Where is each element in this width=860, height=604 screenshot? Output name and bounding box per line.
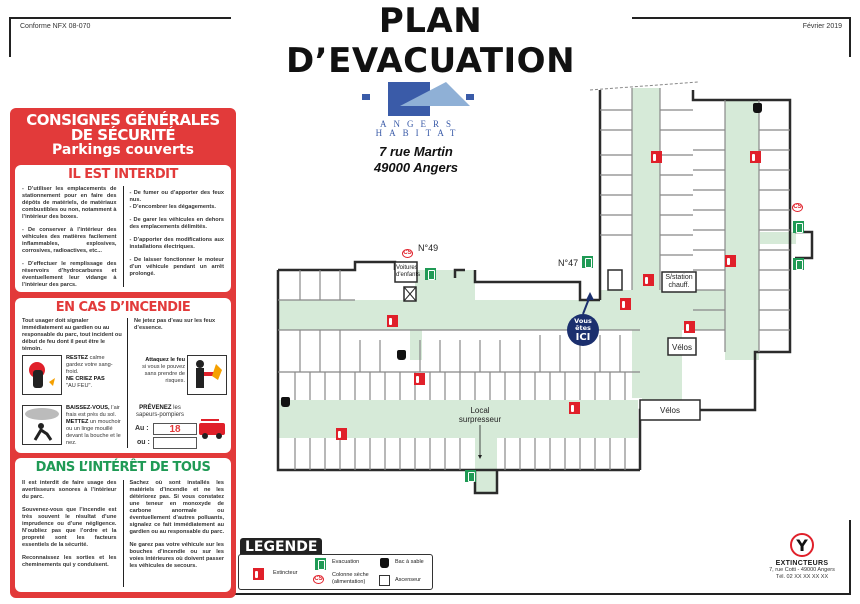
- extinguisher-icon: [725, 255, 736, 267]
- bike-room-label-2: Vélos: [659, 406, 680, 415]
- sand-bin-icon: [397, 350, 406, 360]
- strollers-room-label: Voitures d'enfants: [396, 265, 421, 278]
- exit-icon: [425, 268, 436, 280]
- section-heading: IL EST INTERDIT: [68, 167, 178, 182]
- extinguisher-icon: [253, 568, 264, 580]
- exit-icon: [793, 221, 804, 233]
- frame-line: [849, 17, 851, 57]
- extinguisher-icon: [336, 428, 347, 440]
- common-right-column: Sachez où sont installés les matériels d…: [129, 480, 225, 569]
- common-interest-section: DANS L’INTÉRÊT DE TOUS Il est interdit d…: [15, 458, 231, 592]
- sand-bin-icon: [753, 103, 762, 113]
- building-number-49: N°49: [418, 243, 439, 253]
- legend-title: LEGENDE: [240, 538, 323, 556]
- substation-label: S/station chauff.: [665, 274, 693, 289]
- frame-line: [9, 17, 11, 57]
- panel-title: CONSIGNES GÉNÉRALES DE SÉCURITÉ Parkings…: [26, 111, 220, 158]
- safety-instructions-panel: CONSIGNES GÉNÉRALES DE SÉCURITÉ Parkings…: [10, 108, 236, 598]
- frame-line: [632, 17, 851, 19]
- dry-riser-icon: CS: [792, 203, 803, 212]
- you-are-here-marker: Vous êtes ICI: [567, 314, 599, 346]
- company-logo-icon: [790, 533, 814, 557]
- common-left-column: Il est interdit de faire usage des avert…: [22, 480, 117, 568]
- frame-line: [849, 520, 851, 595]
- extinguisher-icon: [620, 298, 631, 310]
- fire-extinguishing-pictogram: [187, 355, 227, 395]
- section-heading: EN CAS D’INCENDIE: [55, 300, 191, 315]
- divider: [127, 318, 128, 448]
- date-label: Février 2019: [802, 23, 842, 30]
- extinguisher-icon: [651, 151, 662, 163]
- forbidden-section: IL EST INTERDIT - D’utiliser les emplace…: [15, 165, 231, 292]
- divider: [122, 186, 124, 287]
- frame-line: [9, 17, 231, 19]
- extinguisher-icon: [684, 321, 695, 333]
- elevator-icon: [379, 575, 390, 586]
- extinguisher-icon: [387, 315, 398, 327]
- fire-truck-pictogram: [197, 413, 227, 443]
- extinguisher-icon: [569, 402, 580, 414]
- exit-icon: [582, 256, 593, 268]
- extinguisher-icon: [643, 274, 654, 286]
- section-heading: DANS L’INTÉRÊT DE TOUS: [35, 460, 211, 475]
- sand-bin-icon: [380, 558, 389, 568]
- crouch-pictogram: [22, 405, 62, 445]
- exit-icon: [465, 470, 476, 482]
- emergency-number: 18: [153, 423, 197, 435]
- dry-riser-icon: CS: [402, 249, 413, 258]
- fire-section: EN CAS D’INCENDIE Tout usager doit signa…: [15, 298, 231, 453]
- extinguisher-icon: [750, 151, 761, 163]
- legend: Extincteur Evacuation CS Colonne sèche (…: [238, 554, 433, 590]
- building-number-47: N°47: [558, 258, 579, 268]
- exit-icon: [793, 258, 804, 270]
- forbidden-left-column: - D’utiliser les emplacements de station…: [22, 186, 117, 288]
- forbidden-right-column: - De fumer ou d’apporter des feux nus. -…: [129, 190, 225, 277]
- exit-icon: [315, 558, 326, 570]
- standard-label: Conforme NFX 08-070: [20, 23, 91, 30]
- alt-emergency-number: [153, 437, 197, 449]
- page-title: PLAN D’EVACUATION: [285, 1, 576, 81]
- site-address: 7 rue Martin 49000 Angers: [373, 144, 459, 175]
- pump-room-label: Local surpresseur: [458, 406, 502, 424]
- dry-riser-icon: CS: [313, 575, 324, 584]
- stay-calm-pictogram: [22, 355, 62, 395]
- divider: [122, 480, 124, 587]
- sand-bin-icon: [281, 397, 290, 407]
- company-block: EXTINCTEURS 7, rue Cotti - 49000 Angers …: [760, 533, 844, 581]
- bike-room-label: Vélos: [671, 343, 692, 352]
- frame-line: [234, 593, 851, 595]
- extinguisher-icon: [414, 373, 425, 385]
